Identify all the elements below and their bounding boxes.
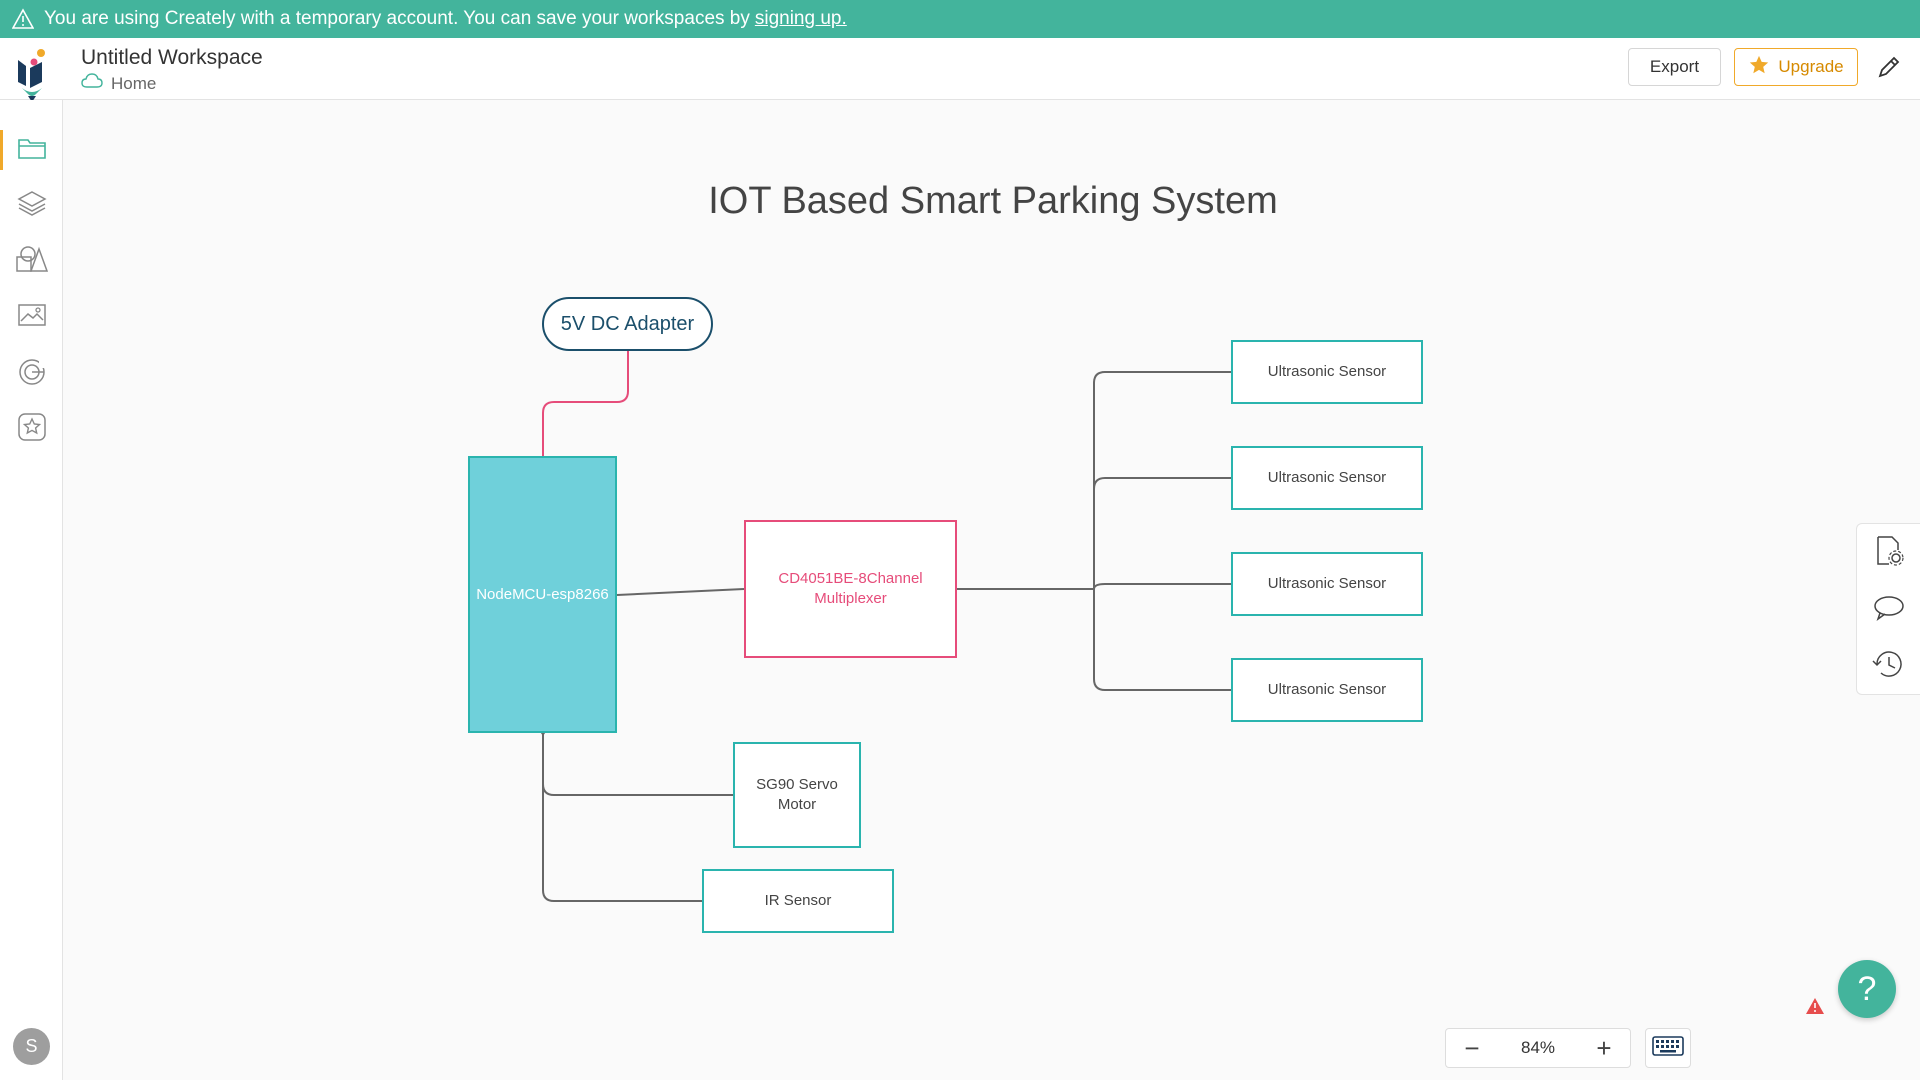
servo-motor-node[interactable]: SG90 Servo Motor (733, 742, 861, 848)
folder-icon (17, 136, 47, 165)
workspace-title[interactable]: Untitled Workspace (81, 46, 263, 69)
help-button[interactable]: ? (1838, 960, 1896, 1018)
sidebar-item-plugins[interactable] (0, 405, 63, 453)
creately-logo[interactable] (14, 48, 50, 104)
ultrasonic-sensor-node-3[interactable]: Ultrasonic Sensor (1231, 552, 1423, 616)
star-icon (1748, 54, 1770, 81)
shapes-icon (15, 245, 49, 278)
sidebar-item-shapes[interactable] (0, 237, 63, 285)
diagram-canvas[interactable]: IOT Based Smart Parking System 5V DC Ada… (63, 100, 1920, 1080)
pencil-icon[interactable] (1876, 54, 1902, 80)
temporary-account-banner: You are using Creately with a temporary … (0, 0, 1920, 38)
zoom-in-button[interactable]: + (1596, 1033, 1612, 1063)
upgrade-button[interactable]: Upgrade (1734, 48, 1858, 86)
top-bar: Untitled Workspace Home Export Upgrade (0, 38, 1920, 102)
left-sidebar: S (0, 100, 63, 1080)
question-icon: ? (1857, 969, 1877, 1008)
mcu-node[interactable]: NodeMCU-esp8266 (468, 456, 617, 733)
adapter-node[interactable]: 5V DC Adapter (542, 297, 713, 351)
ir-sensor-node[interactable]: IR Sensor (702, 869, 894, 933)
google-icon (17, 357, 47, 392)
document-settings-icon[interactable] (1872, 534, 1906, 568)
plugins-icon (17, 412, 47, 447)
user-avatar[interactable]: S (13, 1028, 50, 1065)
comment-icon[interactable] (1872, 591, 1906, 625)
alert-icon[interactable] (1805, 997, 1825, 1015)
keyboard-icon (1652, 1035, 1684, 1062)
image-icon (17, 303, 47, 332)
ultrasonic-sensor-node-1[interactable]: Ultrasonic Sensor (1231, 340, 1423, 404)
diagram-title[interactable]: IOT Based Smart Parking System (708, 180, 1278, 222)
zoom-controls: − 84% + (1445, 1028, 1631, 1068)
export-button[interactable]: Export (1628, 48, 1721, 86)
zoom-level[interactable]: 84% (1520, 1038, 1556, 1057)
right-tool-panel (1856, 523, 1920, 695)
home-label: Home (111, 73, 157, 93)
ultrasonic-sensor-node-4[interactable]: Ultrasonic Sensor (1231, 658, 1423, 722)
banner-text: You are using Creately with a temporary … (44, 8, 750, 29)
upgrade-label: Upgrade (1778, 57, 1844, 76)
cloud-icon (81, 73, 103, 94)
connector-lines (536, 351, 1231, 902)
zoom-out-button[interactable]: − (1464, 1033, 1480, 1063)
keyboard-shortcuts-button[interactable] (1645, 1028, 1691, 1068)
warning-icon (12, 8, 34, 30)
layers-icon (16, 189, 47, 222)
sidebar-item-google[interactable] (0, 350, 63, 398)
home-breadcrumb[interactable]: Home (81, 73, 156, 94)
sidebar-item-folder[interactable] (0, 126, 63, 174)
sidebar-item-layers[interactable] (0, 181, 63, 229)
ultrasonic-sensor-node-2[interactable]: Ultrasonic Sensor (1231, 446, 1423, 510)
sign-up-link[interactable]: signing up. (754, 8, 847, 29)
multiplexer-node[interactable]: CD4051BE-8Channel Multiplexer (744, 520, 957, 658)
history-icon[interactable] (1872, 647, 1906, 681)
sidebar-item-images[interactable] (0, 293, 63, 341)
